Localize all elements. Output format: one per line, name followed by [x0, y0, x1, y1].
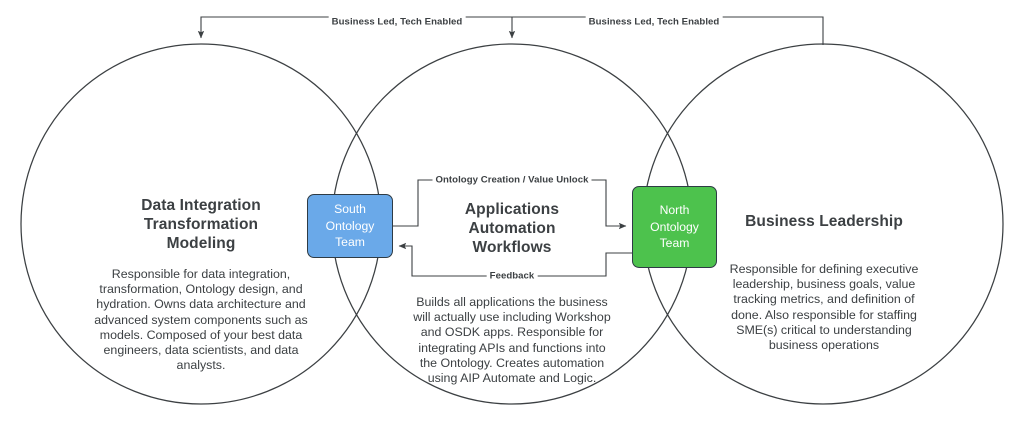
circle-body-business-leadership: Responsible for defining executive leade… [729, 262, 919, 353]
circle-body-applications-automation: Builds all applications the business wil… [413, 295, 611, 386]
circle-body-data-integration: Responsible for data integration, transf… [94, 267, 308, 373]
edge-label-feedback: Feedback [486, 270, 538, 282]
circle-title-applications-automation: Applications Automation Workflows [464, 201, 560, 256]
box-south-ontology-team[interactable]: South Ontology Team [307, 194, 393, 258]
circle-title-business-leadership: Business Leadership [745, 213, 903, 230]
box-north-ontology-team[interactable]: North Ontology Team [632, 186, 717, 268]
edge-label-ontology-creation: Ontology Creation / Value Unlock [432, 174, 592, 186]
circle-content-business-leadership: Business Leadership Responsible for defi… [722, 212, 926, 353]
edge-label-business-led-left: Business Led, Tech Enabled [328, 16, 466, 28]
circle-title-data-integration: Data Integration Transformation Modeling [141, 197, 261, 252]
edge-label-business-led-right: Business Led, Tech Enabled [585, 16, 723, 28]
circle-content-data-integration: Data Integration Transformation Modeling… [81, 196, 321, 373]
box-north-ontology-team-label: North Ontology Team [650, 203, 699, 251]
box-south-ontology-team-label: South Ontology Team [325, 202, 375, 250]
circle-content-applications-automation: Applications Automation Workflows Builds… [402, 200, 622, 386]
